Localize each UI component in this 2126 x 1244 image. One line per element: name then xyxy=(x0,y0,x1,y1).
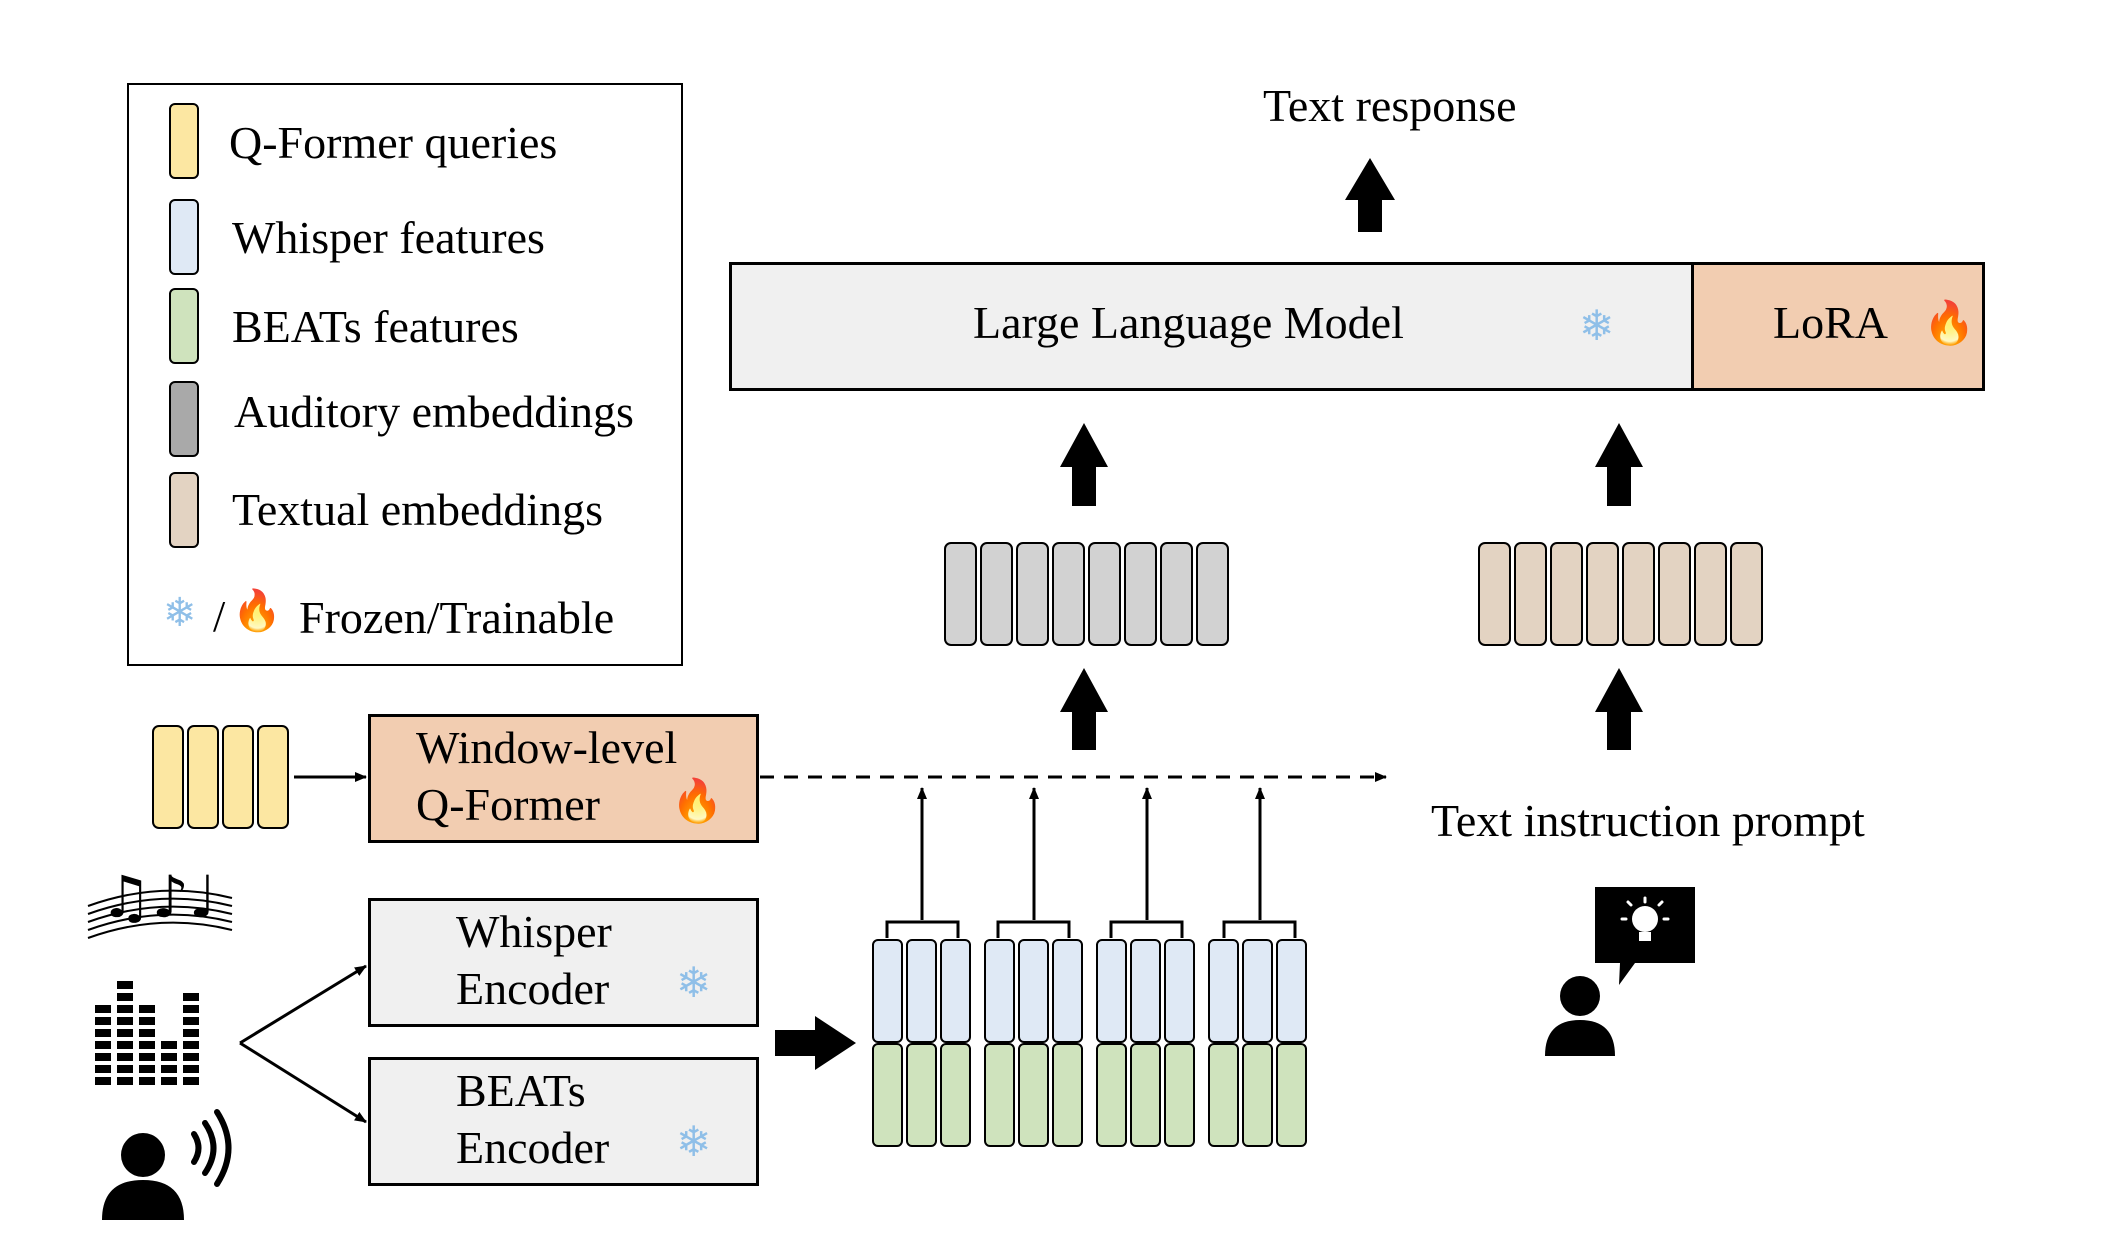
legend-label-beats: BEATs features xyxy=(232,301,519,352)
music-notes-glyphs: ♫♪♩ xyxy=(100,863,217,931)
block-arrow-response xyxy=(1345,158,1395,232)
text-instruction-prompt-label: Text instruction prompt xyxy=(1431,795,1865,846)
beats-encoder-block: BEATs Encoder ❄ xyxy=(368,1057,759,1186)
qformer-label-line1: Window-level xyxy=(416,722,678,773)
legend-swatch-query xyxy=(169,103,199,179)
legend-swatch-textual xyxy=(169,472,199,548)
block-arrow-auditory-to-llm xyxy=(1060,423,1108,506)
music-notes-icon xyxy=(87,889,233,939)
llm-block: Large Language Model ❄ xyxy=(729,262,1694,391)
flame-icon: 🔥 xyxy=(1923,298,1976,347)
snowflake-icon: ❄ xyxy=(1579,301,1615,350)
legend-swatch-auditory xyxy=(169,381,199,457)
textual-embedding-stack xyxy=(1478,542,1763,646)
snowflake-icon: ❄ xyxy=(163,590,197,636)
window-brackets xyxy=(885,920,1297,938)
beats-encoder-label-line2: Encoder xyxy=(456,1122,610,1173)
query-token-stack xyxy=(152,725,289,829)
flame-icon: 🔥 xyxy=(232,588,282,634)
whisper-encoder-label-line1: Whisper xyxy=(456,906,612,957)
legend-swatch-beats xyxy=(169,288,199,364)
legend-label-textual: Textual embeddings xyxy=(232,484,604,535)
legend-swatch-whisper xyxy=(169,199,199,275)
qformer-block: Window-level Q-Former 🔥 xyxy=(368,714,759,843)
snowflake-icon: ❄ xyxy=(676,1117,712,1166)
legend-label-frozen-trainable: Frozen/Trainable xyxy=(299,592,615,643)
text-response-label: Text response xyxy=(1263,80,1517,131)
window-arrows xyxy=(917,787,1265,920)
beats-encoder-label-line1: BEATs xyxy=(456,1065,586,1116)
lora-block: LoRA 🔥 xyxy=(1691,262,1985,391)
legend: Q-Former queries Whisper features BEATs … xyxy=(127,83,683,666)
lora-label: LoRA xyxy=(1773,297,1888,348)
llm-label: Large Language Model xyxy=(973,297,1404,348)
speaking-person-icon xyxy=(102,1109,232,1220)
beats-feature-stack xyxy=(872,1043,1307,1147)
person-with-lightbulb-icon xyxy=(1545,887,1695,1056)
legend-separator: / xyxy=(213,592,226,641)
whisper-encoder-block: Whisper Encoder ❄ xyxy=(368,898,759,1027)
whisper-feature-stack xyxy=(872,939,1307,1043)
flame-icon: 🔥 xyxy=(671,776,724,825)
legend-label-query: Q-Former queries xyxy=(229,117,558,168)
block-arrow-textual-to-llm xyxy=(1595,423,1643,506)
block-arrow-encoders-to-features xyxy=(775,1016,856,1070)
qformer-label-line2: Q-Former xyxy=(416,779,600,830)
whisper-encoder-label-line2: Encoder xyxy=(456,963,610,1014)
equalizer-icon xyxy=(95,981,199,1085)
audio-split-arrows xyxy=(239,964,367,1124)
auditory-embedding-stack xyxy=(944,542,1229,646)
legend-label-whisper: Whisper features xyxy=(232,212,545,263)
snowflake-icon: ❄ xyxy=(676,958,712,1007)
block-arrow-prompt-to-textual xyxy=(1595,668,1643,750)
block-arrow-qformer-to-auditory xyxy=(1060,668,1108,750)
legend-label-auditory: Auditory embeddings xyxy=(234,386,634,437)
